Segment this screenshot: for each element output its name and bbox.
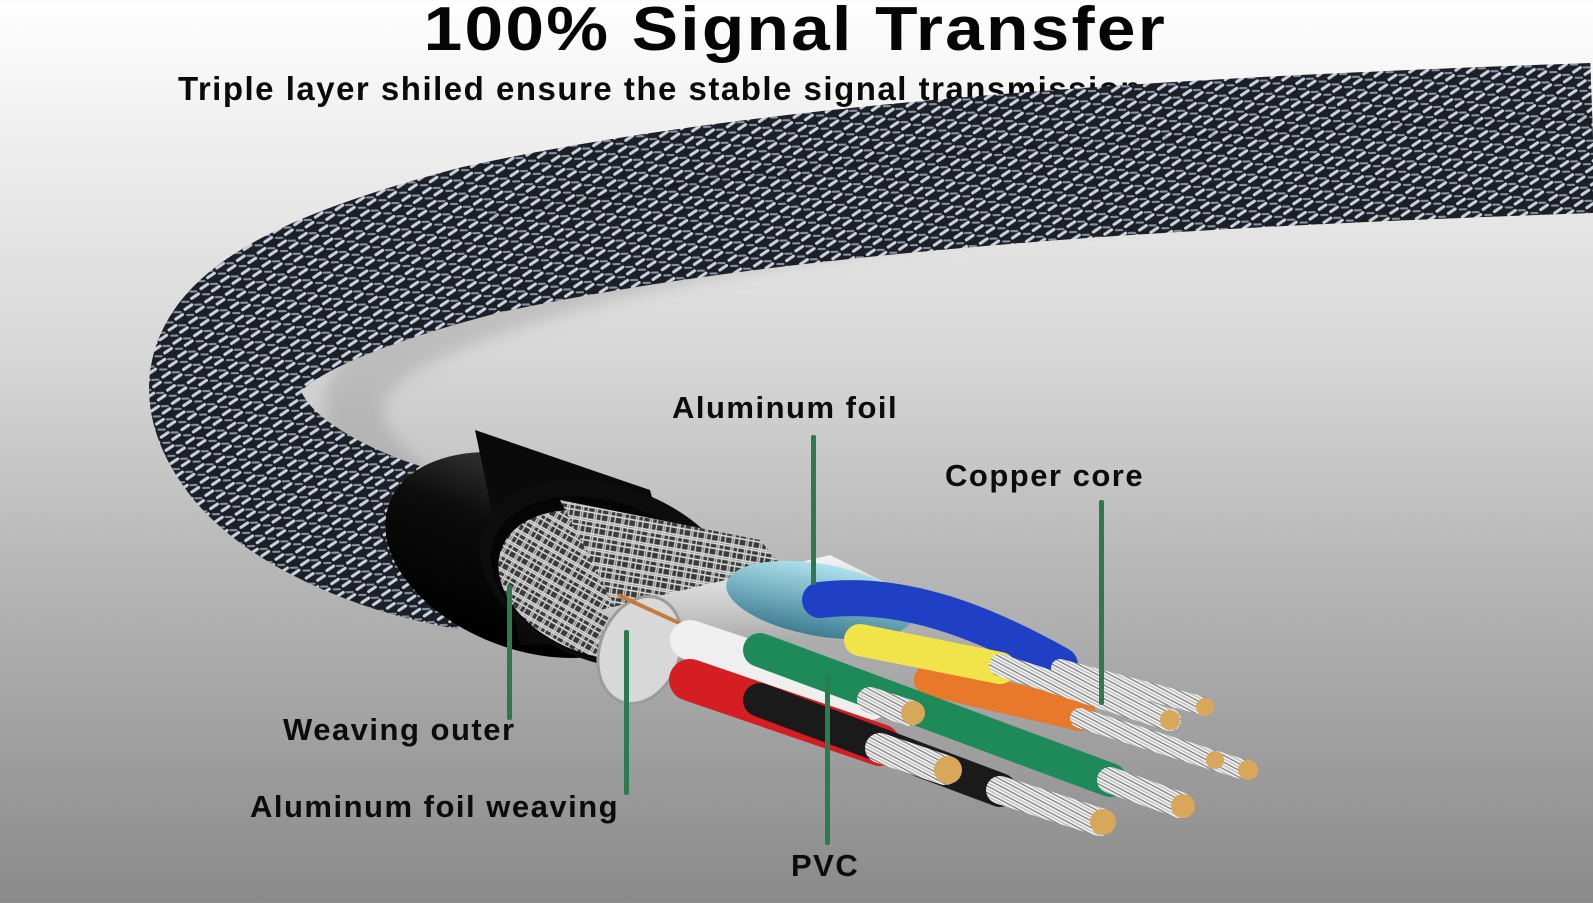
leader-weaving-outer	[507, 585, 512, 720]
braided-cable-body	[149, 63, 1593, 629]
leader-aluminum-foil-weaving	[624, 630, 629, 795]
label-aluminum-foil: Aluminum foil	[672, 390, 899, 425]
page-title: 100% Signal Transfer	[423, 0, 1168, 64]
label-weaving-outer: Weaving outer	[283, 712, 516, 747]
label-pvc: PVC	[791, 848, 860, 883]
leader-aluminum-foil	[811, 435, 816, 585]
leader-copper-core	[1099, 500, 1104, 705]
label-aluminum-foil-weaving: Aluminum foil weaving	[250, 789, 620, 824]
wires	[669, 580, 1258, 836]
label-copper-core: Copper core	[945, 458, 1145, 493]
leader-pvc	[825, 675, 830, 845]
